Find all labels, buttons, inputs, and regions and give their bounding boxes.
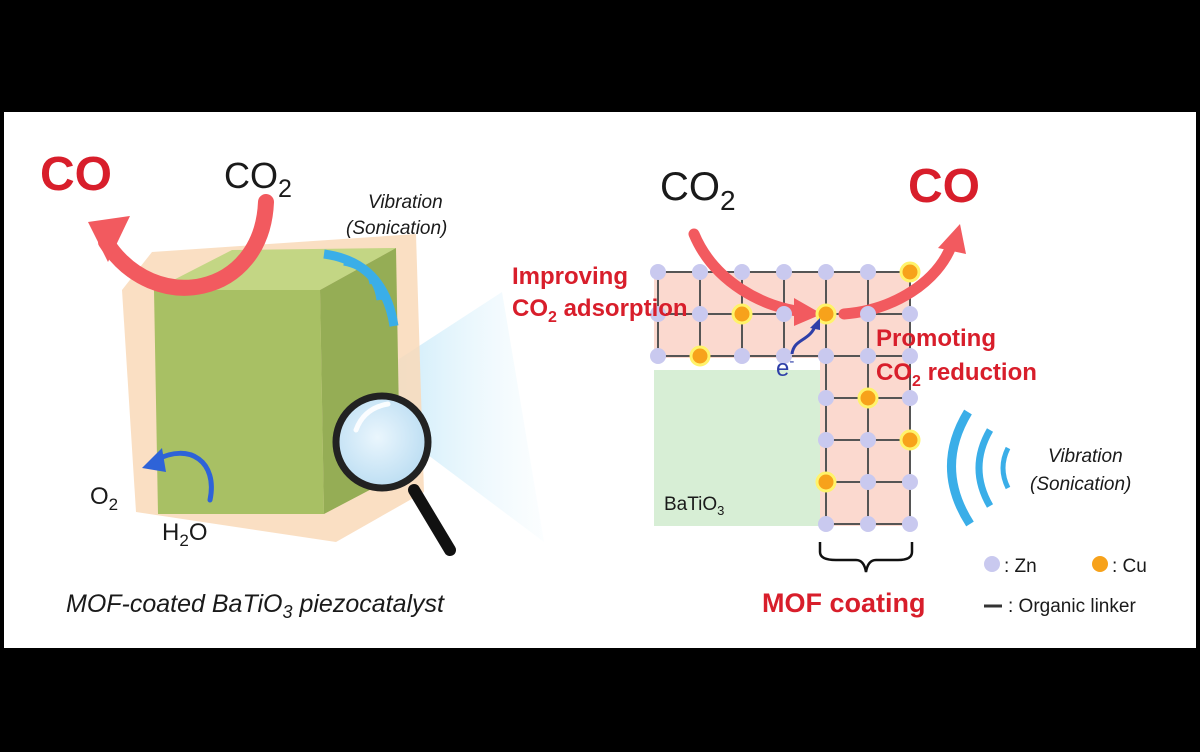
left-co2-label: CO2 — [224, 155, 292, 203]
cu-node — [857, 387, 879, 409]
zn-node — [818, 264, 834, 280]
cube-front-face — [154, 290, 324, 514]
left-vibration-line1: Vibration — [368, 192, 443, 213]
zn-node — [860, 516, 876, 532]
figure-svg: CO CO2 Vibration (Sonication) O2 H2O MOF… — [40, 148, 1147, 622]
figure-panel: CO CO2 Vibration (Sonication) O2 H2O MOF… — [4, 112, 1196, 648]
legend-cu-label: : Cu — [1112, 556, 1147, 577]
batio3-label: BaTiO3 — [664, 494, 724, 518]
zn-node — [650, 306, 666, 322]
zn-node — [860, 264, 876, 280]
zn-node — [902, 306, 918, 322]
zn-node — [860, 306, 876, 322]
mof-coating-label: MOF coating — [762, 588, 926, 618]
co2-adsorption-arrowhead — [794, 298, 822, 326]
o2-label: O2 — [90, 483, 118, 514]
co-release-arrowhead — [938, 224, 966, 254]
zoom-beam — [379, 292, 544, 542]
left-caption: MOF-coated BaTiO3 piezocatalyst — [66, 590, 445, 622]
cu-node — [899, 429, 921, 451]
left-sonication-waves-icon — [323, 249, 399, 327]
left-panel: CO CO2 Vibration (Sonication) O2 H2O MOF… — [40, 148, 544, 622]
promoting-line2: CO2 reduction — [876, 359, 1037, 390]
improving-line2: CO2 adsorption — [512, 295, 688, 326]
co2-to-co-arrow — [98, 194, 274, 296]
legend-linker-label: : Organic linker — [1008, 596, 1136, 617]
right-vibration-line2: (Sonication) — [1030, 474, 1131, 495]
zn-node — [776, 264, 792, 280]
zn-node — [692, 264, 708, 280]
zn-node — [902, 516, 918, 532]
improving-line1: Improving — [512, 263, 628, 290]
right-co2-label: CO2 — [660, 165, 736, 216]
legend-cu-swatch — [1092, 556, 1108, 572]
electron-arrowhead — [810, 318, 820, 330]
zn-node — [860, 348, 876, 364]
zn-node — [818, 516, 834, 532]
zn-node — [650, 348, 666, 364]
h2o-to-o2-arrowhead — [142, 448, 166, 472]
zn-node — [818, 348, 834, 364]
batio3-block — [654, 370, 820, 526]
zn-node — [902, 474, 918, 490]
zn-node — [818, 390, 834, 406]
electron-label: e- — [776, 353, 794, 382]
right-sonication-waves-icon — [947, 409, 1011, 527]
cu-node — [815, 303, 837, 325]
mof-coating-brace — [818, 542, 914, 573]
cu-node — [731, 303, 753, 325]
right-panel: CO2 CO Improving CO2 adsorption Promotin… — [512, 160, 1147, 618]
zn-node — [734, 264, 750, 280]
legend: : Zn : Cu : Organic linker — [984, 556, 1147, 617]
left-co-product-label: CO — [40, 148, 112, 201]
zn-node — [734, 348, 750, 364]
cu-node — [815, 471, 837, 493]
zn-node — [776, 348, 792, 364]
zn-node — [818, 432, 834, 448]
legend-zn-swatch — [984, 556, 1000, 572]
zn-node — [902, 348, 918, 364]
cu-node — [689, 345, 711, 367]
zn-node — [776, 306, 792, 322]
zn-node — [902, 390, 918, 406]
h2o-label: H2O — [162, 519, 207, 550]
h2o-to-o2-arrow — [153, 450, 214, 503]
right-vibration-line1: Vibration — [1048, 446, 1123, 467]
mof-nodes — [650, 261, 921, 532]
legend-zn-label: : Zn — [1004, 556, 1037, 577]
zn-node — [860, 474, 876, 490]
magnifier-icon — [332, 392, 456, 556]
right-co-product-label: CO — [908, 160, 980, 213]
left-vibration-line2: (Sonication) — [346, 218, 447, 239]
co2-to-co-arrowhead — [88, 216, 130, 262]
zn-node — [860, 432, 876, 448]
cu-node — [899, 261, 921, 283]
promoting-line1: Promoting — [876, 325, 996, 352]
zn-node — [692, 306, 708, 322]
zn-node — [650, 264, 666, 280]
